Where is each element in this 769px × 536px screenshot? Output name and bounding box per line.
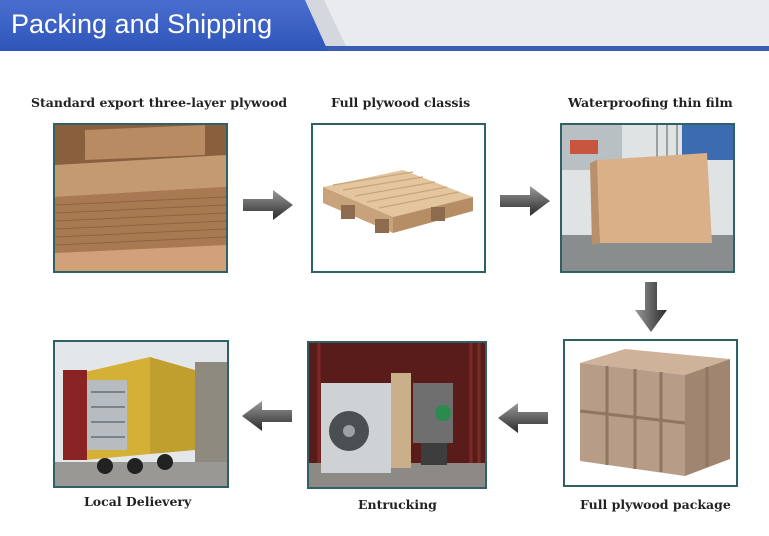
header-banner: Packing and Shipping — [0, 0, 769, 52]
arrow-icon — [500, 186, 550, 216]
photo-plywood-pallet — [311, 123, 486, 273]
arrow-icon — [243, 190, 293, 220]
arrow-icon — [498, 403, 548, 433]
photo-film-crate — [560, 123, 735, 273]
step-label-classis: Full plywood classis — [331, 95, 471, 110]
step-label-entrucking: Entrucking — [358, 497, 437, 512]
step-label-package: Full plywood package — [580, 497, 731, 512]
arrow-icon — [635, 282, 667, 332]
photo-plywood-stack — [53, 123, 228, 273]
photo-local-delivery — [53, 340, 229, 488]
photo-plywood-package — [563, 339, 738, 487]
banner-underline — [0, 46, 769, 51]
photo-entrucking — [307, 341, 487, 489]
step-label-delivery: Local Delievery — [84, 494, 192, 509]
banner-tab — [0, 0, 328, 51]
step-label-plywood: Standard export three-layer plywood — [31, 95, 288, 110]
page-title: Packing and Shipping — [11, 9, 273, 39]
arrow-icon — [242, 401, 292, 431]
step-label-film: Waterproofing thin film — [568, 95, 733, 110]
